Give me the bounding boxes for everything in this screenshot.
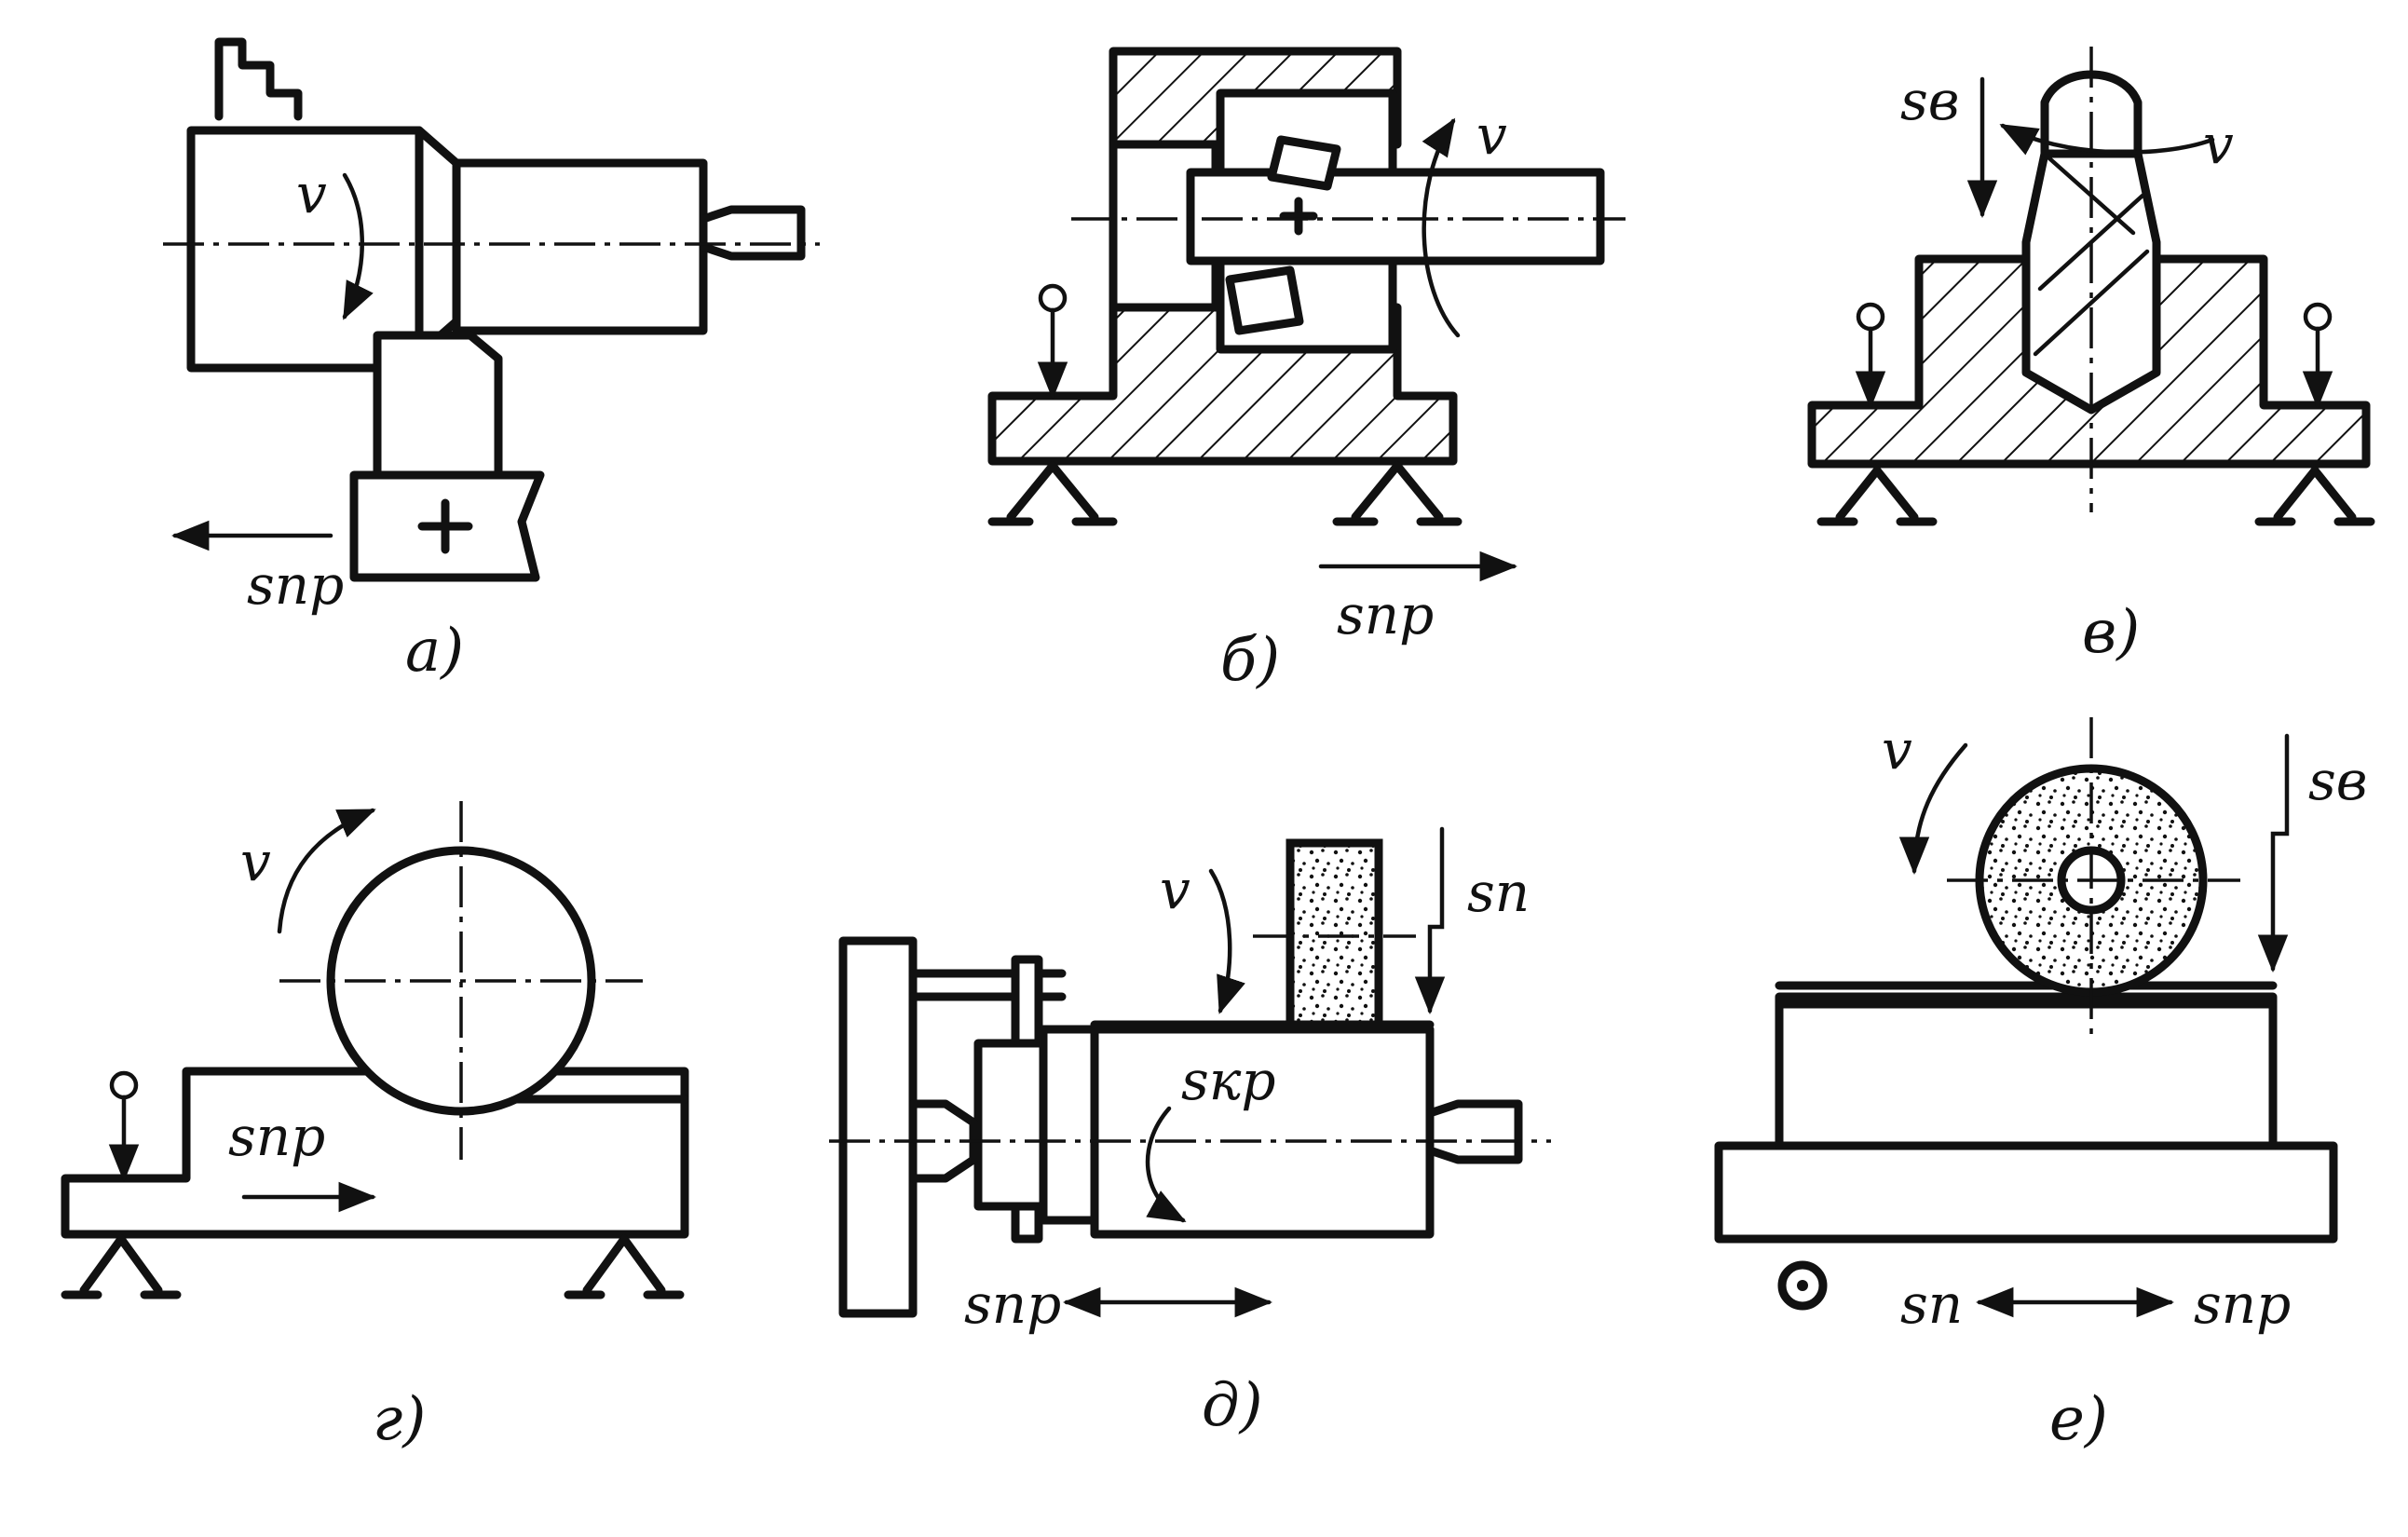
panel-f: v sв sп sпр е) [1714, 717, 2368, 1454]
panel-f-v-label: v [1882, 718, 1912, 782]
arrow-icon [1898, 742, 1968, 876]
grinding-wheel [1286, 838, 1383, 1029]
panel-c-caption: в) [2082, 598, 2140, 667]
panel-d-feed-label: sпр [228, 1105, 325, 1168]
panel-b-feed-label: sпр [1337, 583, 1434, 646]
panel-e-feed-label: sпр [964, 1272, 1061, 1336]
arrow-icon [1208, 868, 1245, 1014]
spindle [1186, 168, 1605, 265]
center-icon [1425, 1099, 1523, 1164]
panel-f-feed-p-label: sп [1900, 1272, 1963, 1336]
workpiece [452, 158, 708, 335]
arrow-icon [277, 808, 376, 934]
panel-e-caption: д) [1202, 1371, 1263, 1440]
chuck [186, 126, 424, 373]
support-icon [1816, 466, 1938, 526]
panel-c-v-label: v [2203, 113, 2234, 176]
panel-b-caption: б) [1220, 626, 1280, 695]
panel-c: sв v в) [1807, 47, 2375, 667]
panel-d: v sпр г) [61, 801, 689, 1454]
cutting-tool [373, 331, 503, 480]
panel-d-caption: г) [373, 1385, 426, 1454]
clamp-icon [1038, 283, 1068, 313]
panel-f-caption: е) [2049, 1385, 2108, 1454]
support-icon [61, 1234, 182, 1299]
panel-b: v sпр б) [987, 47, 1626, 695]
panel-e-v-label: v [1160, 858, 1190, 921]
panel-b-v-label: v [1476, 103, 1507, 167]
arrow-icon [1422, 117, 1461, 338]
cutter-tooth [1225, 265, 1304, 335]
machine-table [1714, 1141, 2338, 1244]
support-icon [1332, 461, 1462, 526]
arrow-icon [342, 172, 374, 320]
panel-d-v-label: v [240, 830, 271, 893]
workpiece [1775, 992, 2278, 1150]
panel-a-caption: а) [405, 617, 464, 686]
center-icon [699, 205, 806, 261]
panel-e: v sп sкр sпр д) [829, 826, 1551, 1440]
arrow-icon [2257, 733, 2290, 973]
clamp-icon [1856, 302, 1885, 332]
clamp-icon [2303, 302, 2333, 332]
arrow-icon [1999, 123, 2215, 156]
arrow-icon [1145, 1106, 1187, 1223]
panel-f-feed-v-label: sв [2308, 749, 2368, 812]
faceplate [973, 1039, 1048, 1211]
panel-e-feed-cr-label: sкр [1181, 1049, 1276, 1112]
support-icon [564, 1234, 685, 1299]
clamp-icon [109, 1070, 139, 1100]
pin-icon [1777, 1260, 1828, 1311]
panel-a-feed-label: sпр [247, 553, 344, 617]
machine-frame [838, 936, 918, 1318]
panel-f-feed-label: sпр [2194, 1272, 2291, 1336]
workpiece [1090, 1025, 1435, 1239]
panel-a-v-label: v [296, 162, 327, 225]
panel-e-feed-p-label: sп [1467, 861, 1530, 924]
support-icon [987, 461, 1118, 526]
cutter-tooth [1267, 135, 1341, 191]
panel-a: v sпр а) [163, 37, 820, 686]
workpiece [61, 1067, 689, 1239]
panel-c-feed-label: sв [1900, 69, 1960, 132]
arrow-icon [1414, 826, 1446, 1015]
support-icon [2254, 466, 2375, 526]
center-icon [908, 1099, 978, 1183]
